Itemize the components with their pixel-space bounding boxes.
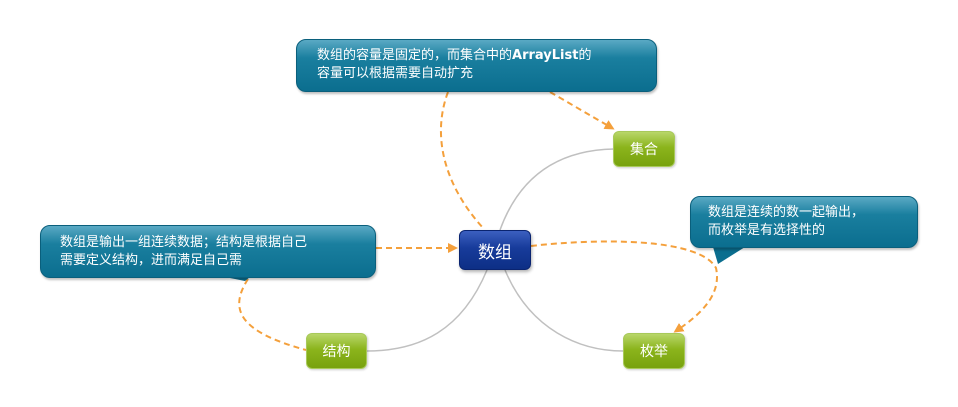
branch-line-structure (366, 269, 488, 352)
callout-text: 而枚举是有选择性的 (708, 223, 826, 238)
relation-top-to-center (440, 91, 485, 230)
branch-line-collection (499, 148, 615, 231)
callout-text-bold: ArrayList (512, 48, 579, 63)
central-topic-label: 数组 (478, 242, 512, 263)
callout-text: 容量可以根据需要自动扩充 (317, 66, 474, 81)
subtopic-structure[interactable]: 结构 (306, 333, 367, 369)
subtopic-collection[interactable]: 集合 (613, 131, 675, 167)
subtopic-label: 枚举 (640, 344, 668, 360)
callout-text: 数组是连续的数一起输出， (708, 205, 865, 220)
branch-line-enumeration (504, 269, 624, 352)
callout-text: 数组的容量是固定的，而集合中的 (317, 48, 513, 63)
subtopic-label: 结构 (322, 344, 351, 360)
relation-top-to-collection (549, 91, 615, 130)
relation-left-to-structure (238, 278, 307, 351)
callout-top[interactable]: 数组的容量是固定的，而集合中的ArrayList的 容量可以根据需要自动扩充 (296, 39, 657, 92)
subtopic-label: 集合 (630, 142, 658, 158)
relation-center-to-enumeration (530, 240, 718, 333)
subtopic-enumeration[interactable]: 枚举 (623, 333, 685, 369)
callout-tail-left (225, 277, 250, 281)
callout-left[interactable]: 数组是输出一组连续数据；结构是根据自己 需要定义结构，进而满足自己需 (40, 225, 376, 278)
callout-text: 数组是输出一组连续数据；结构是根据自己 (60, 235, 308, 250)
callout-tail-right (713, 247, 745, 264)
callout-right[interactable]: 数组是连续的数一起输出， 而枚举是有选择性的 (690, 196, 918, 248)
callout-text: 需要定义结构，进而满足自己需 (60, 253, 243, 268)
callout-text: 的 (578, 48, 592, 63)
central-topic[interactable]: 数组 (459, 230, 531, 270)
